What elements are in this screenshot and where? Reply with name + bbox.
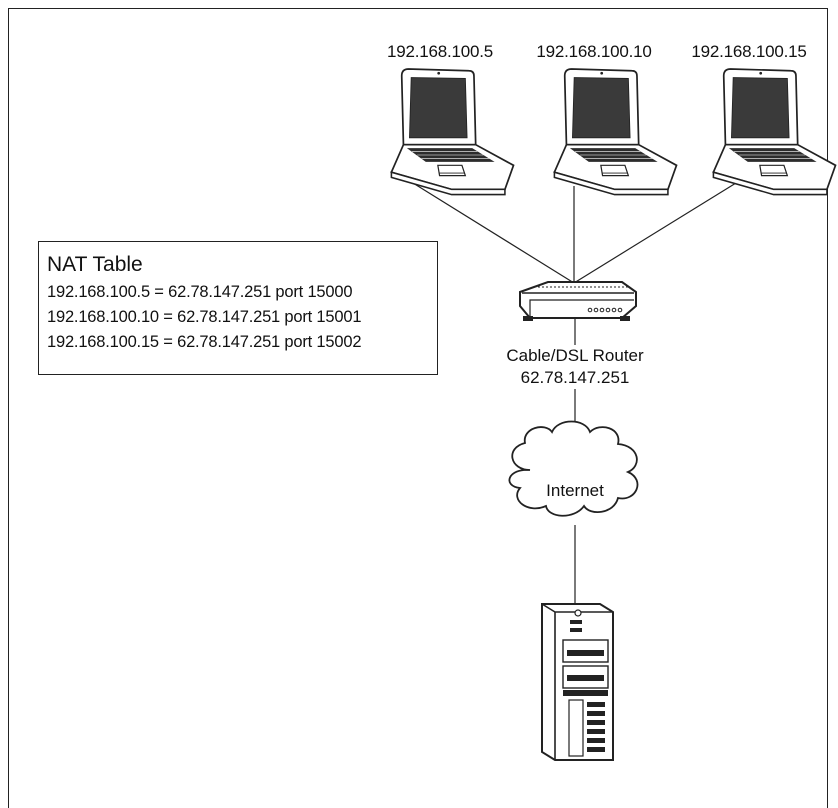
laptop-ip-label: 192.168.100.15 [691, 42, 807, 61]
router-name: Cable/DSL Router [506, 346, 644, 365]
nat-table-row: 192.168.100.5 = 62.78.147.251 port 15000 [47, 283, 353, 301]
nat-table-row: 192.168.100.15 = 62.78.147.251 port 1500… [47, 333, 362, 351]
internet-label: Internet [546, 481, 604, 500]
nat-table-row: 192.168.100.10 = 62.78.147.251 port 1500… [47, 308, 362, 326]
laptop-ip-label: 192.168.100.5 [386, 42, 494, 61]
router-label: Cable/DSL Router 62.78.147.251 [504, 345, 646, 389]
connection-lines [412, 182, 737, 607]
laptop-icon [553, 68, 678, 196]
laptop-icon [390, 68, 515, 196]
diagram-frame [8, 8, 828, 808]
server-tower-icon [541, 603, 614, 761]
laptop-icon [712, 68, 837, 196]
router-ip: 62.78.147.251 [520, 368, 630, 387]
router-icon [519, 281, 637, 321]
nat-table-title: NAT Table [47, 253, 143, 276]
nat-table: NAT Table 192.168.100.5 = 62.78.147.251 … [38, 241, 438, 375]
network-diagram [390, 68, 837, 761]
link-laptop3-router [573, 182, 737, 284]
internet-cloud-icon [508, 420, 639, 517]
link-laptop1-router [412, 182, 575, 284]
laptop-ip-label: 192.168.100.10 [536, 42, 652, 61]
